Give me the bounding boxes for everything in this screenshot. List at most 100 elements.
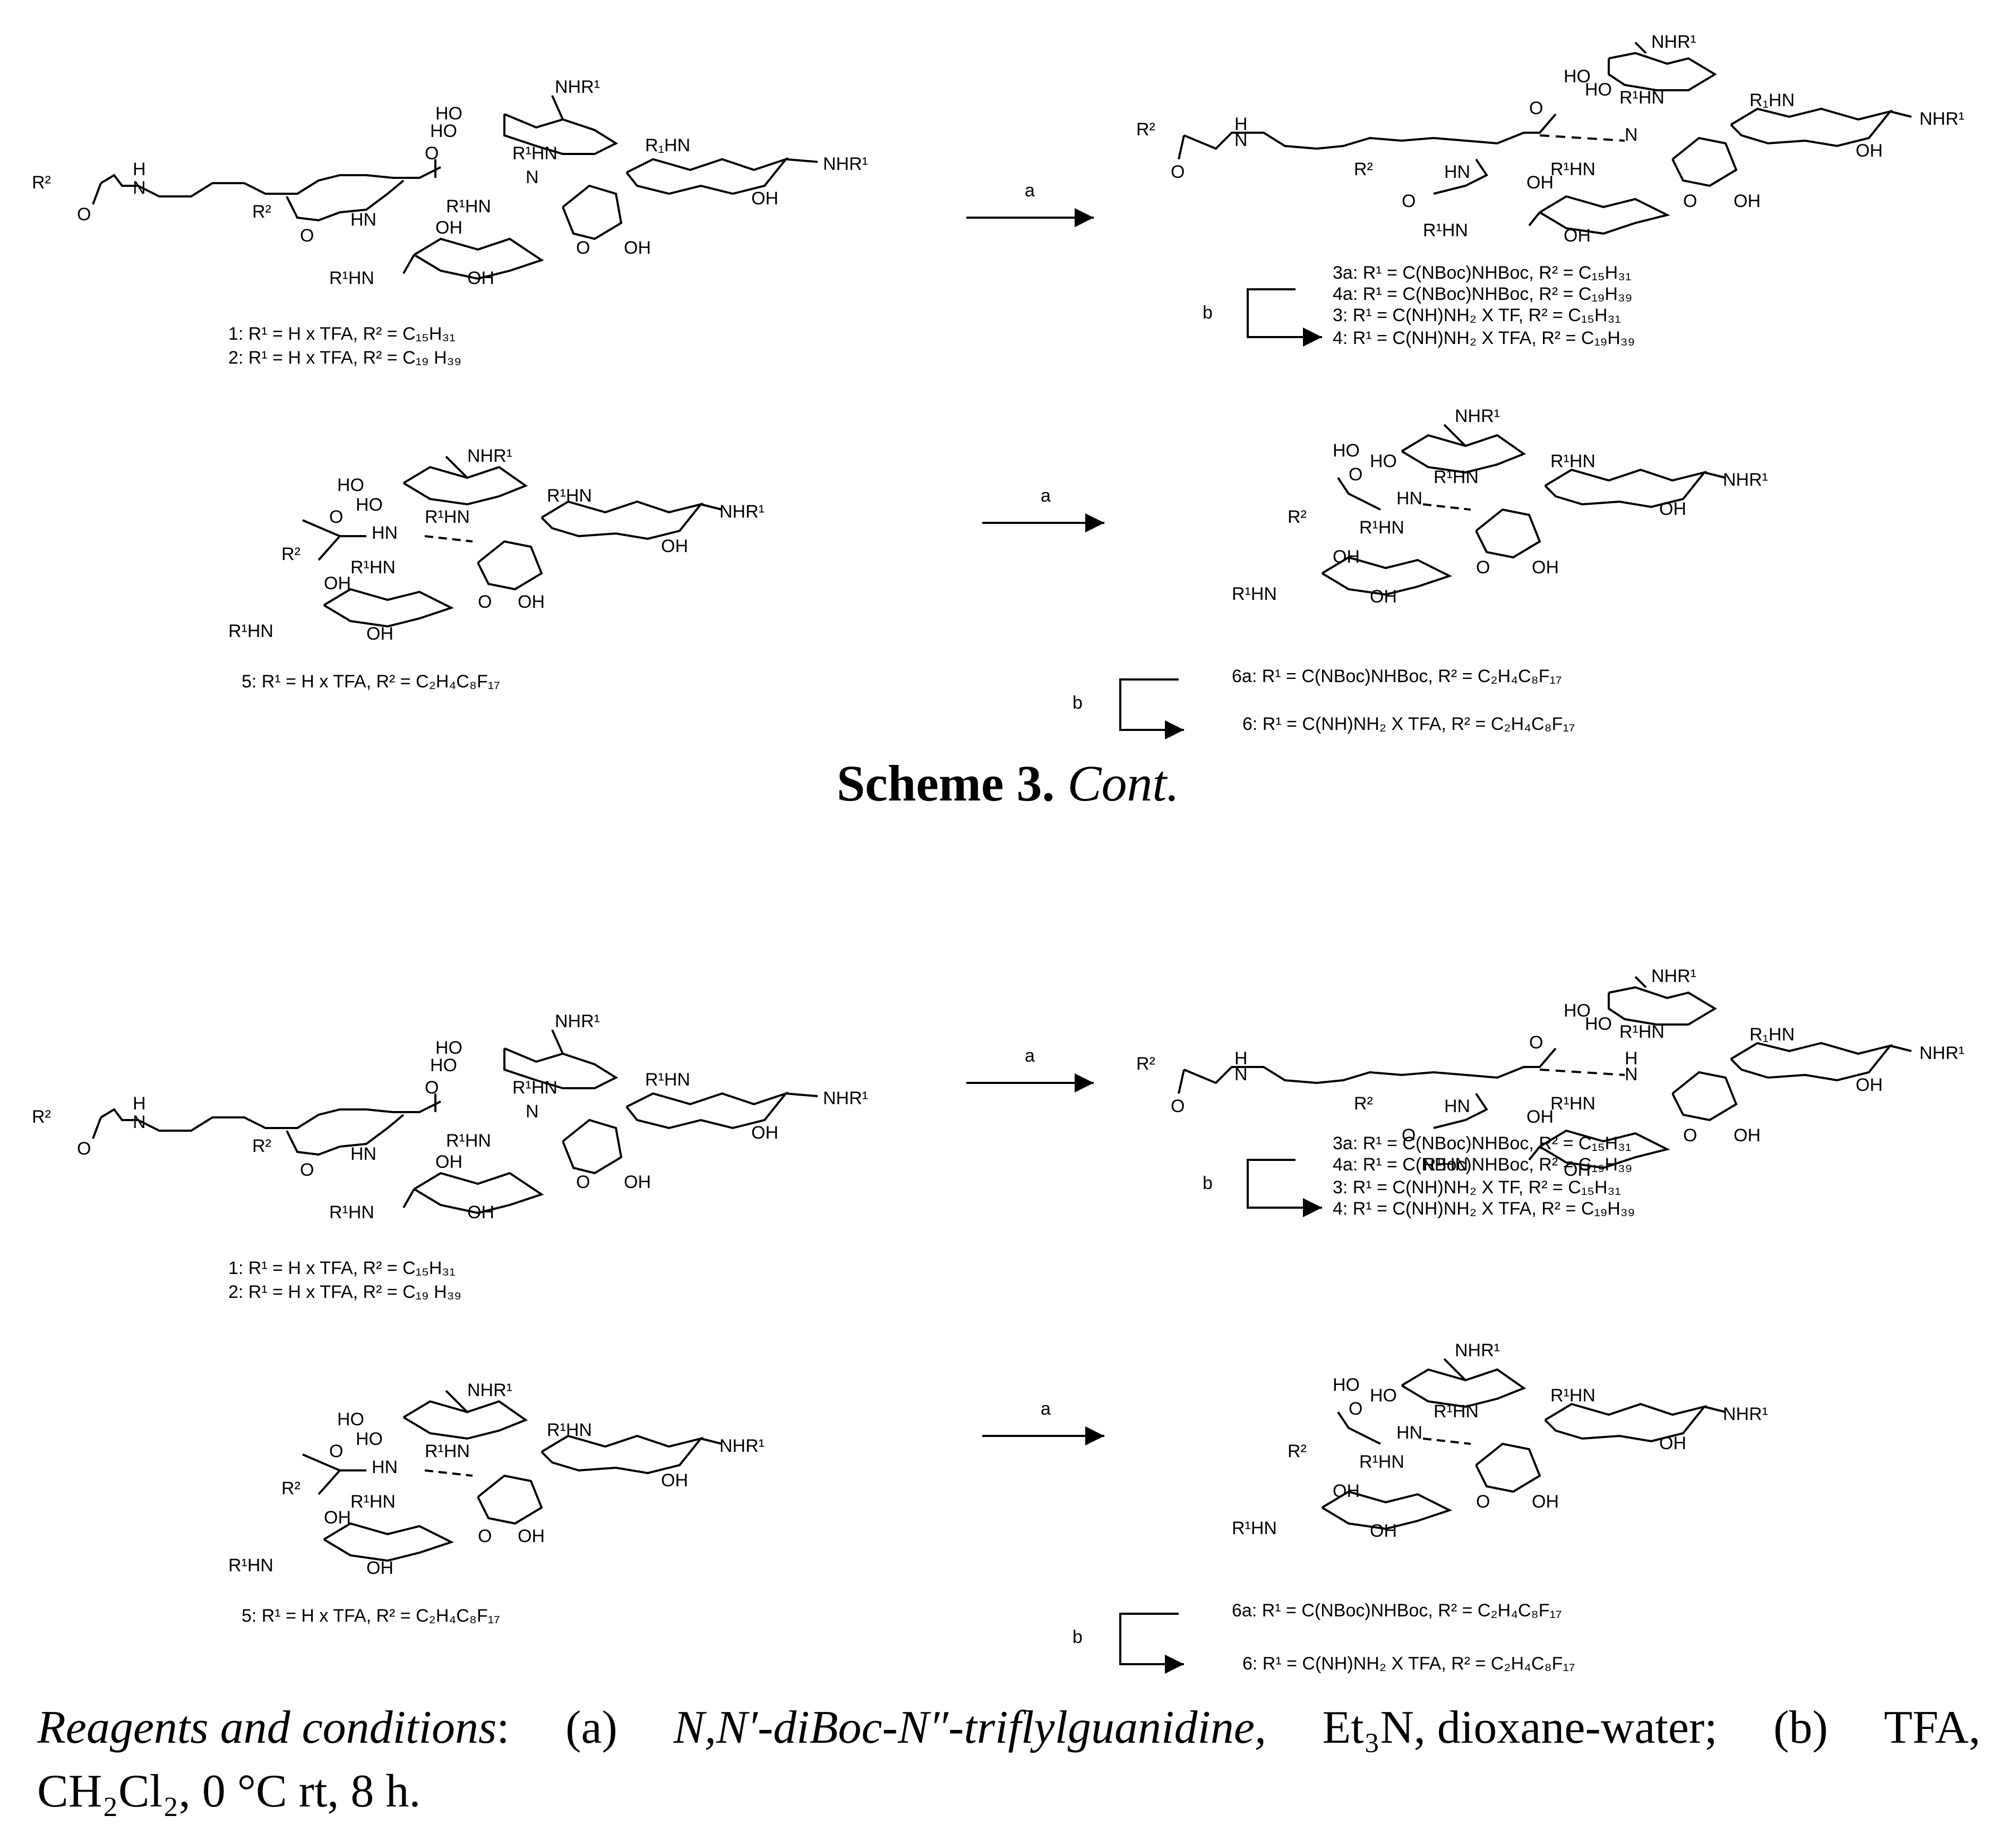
atom-label: O	[576, 238, 590, 258]
atom-label: NHR¹	[1455, 1340, 1500, 1361]
compound-label-4a: 4a: R¹ = C(NBoc)NHBoc, R² = C₁₉H₃₉	[1333, 284, 1632, 304]
reaction-arrow-b	[1119, 1613, 1184, 1674]
atom-label: R₁HN	[1749, 1025, 1795, 1045]
atom-label: OH	[435, 1152, 462, 1172]
atom-label: OH	[751, 188, 778, 209]
atom-label: R¹HN	[1434, 1401, 1479, 1422]
atom-label: R¹HN	[425, 1441, 470, 1461]
atom-label: R¹HN	[228, 1555, 273, 1576]
arrow-label-a: a	[1025, 180, 1035, 201]
atom-label: O	[576, 1172, 590, 1192]
atom-label: OH	[1333, 1481, 1360, 1501]
atom-label: OH	[1734, 1125, 1761, 1146]
compound-label-6a: 6a: R¹ = C(NBoc)NHBoc, R² = C₂H₄C₈F₁₇	[1232, 666, 1562, 686]
atom-label: NHR¹	[1651, 32, 1696, 52]
atom-label: OH	[366, 1558, 393, 1578]
atom-label: OH	[324, 1508, 351, 1528]
atom-label: HO	[1564, 66, 1591, 87]
atom-label: NHR¹	[1455, 406, 1500, 426]
atom-label: O	[1402, 191, 1416, 211]
atom-label: HO	[1585, 1014, 1612, 1034]
atom-label: OH	[624, 1172, 651, 1192]
arrow-label-b: b	[1073, 693, 1083, 713]
atom-label: R¹HN	[1550, 1094, 1595, 1114]
reaction-arrow-b	[1247, 288, 1322, 347]
compound-label-3: 3: R¹ = C(NH)NH₂ X TF, R² = C₁₅H₃₁	[1333, 305, 1621, 325]
atom-label: R¹HN	[1434, 467, 1479, 487]
atom-label: R₁HN	[645, 135, 690, 156]
compound-label-3a: 3a: R¹ = C(NBoc)NHBoc, R² = C₁₅H₃₁	[1333, 1133, 1631, 1154]
atom-label: R¹HN	[1619, 88, 1665, 108]
atom-label: R²	[281, 1478, 301, 1499]
atom-label: R¹HN	[1423, 220, 1468, 240]
atom-label: H	[1625, 1048, 1638, 1069]
atom-label: R¹HN	[1423, 1155, 1468, 1175]
atom-label: R¹HN	[228, 621, 273, 641]
atom-label: O	[478, 592, 492, 612]
atom-label: R²	[1136, 1054, 1155, 1074]
atom-label: HO	[1585, 80, 1612, 100]
structure-6	[1321, 424, 1726, 596]
atom-label: R¹HN	[512, 143, 557, 163]
atom-label: O	[425, 1078, 439, 1098]
atom-label: R¹HN	[350, 557, 396, 578]
atom-label: R²	[252, 202, 271, 222]
atom-label: OH	[1526, 173, 1554, 193]
atom-label: NHR¹	[1723, 1404, 1768, 1424]
caption-label: Scheme 3.	[836, 755, 1055, 812]
arrow-label-a: a	[1041, 1399, 1051, 1419]
atom-label: HN	[1444, 1096, 1470, 1116]
atom-label: OH	[467, 1202, 494, 1223]
atom-label: H	[1234, 1048, 1248, 1069]
atom-label: OH	[1333, 547, 1360, 567]
atom-label: HO	[430, 1055, 457, 1075]
atom-label: OH	[1370, 587, 1397, 607]
atom-label: HO	[356, 495, 383, 515]
compound-label-4: 4: R¹ = C(NH)NH₂ X TFA, R² = C₁₉H₃₉	[1333, 328, 1635, 348]
reagents-and-conditions: Reagents and conditions: (a) N,N′-diBoc-…	[37, 1696, 1980, 1823]
atom-label: R¹HN	[547, 486, 592, 506]
arrow-label-b: b	[1203, 303, 1213, 323]
atom-label: R¹HN	[446, 1131, 491, 1151]
atom-label: R²	[1288, 507, 1307, 527]
atom-label: N	[526, 167, 539, 187]
atom-label: N	[133, 178, 146, 198]
atom-label: NHR¹	[1919, 1043, 1964, 1063]
atom-label: O	[1349, 1399, 1362, 1419]
compound-label-2: 2: R¹ = H x TFA, R² = C₁₉ H₃₉	[228, 1282, 461, 1302]
atom-label: OH	[366, 624, 393, 644]
compound-label-5: 5: R¹ = H x TFA, R² = C₂H₄C₈F₁₇	[242, 1606, 500, 1626]
atom-label: R²	[1288, 1441, 1307, 1461]
atom-label: R₁HN	[1749, 90, 1795, 110]
atom-label: R¹HN	[645, 1070, 690, 1090]
atom-label: HO	[1370, 451, 1397, 471]
atom-label: O	[1529, 1032, 1543, 1053]
atom-label: O	[1683, 1125, 1697, 1146]
compound-label-6: 6: R¹ = C(NH)NH₂ X TFA, R² = C₂H₄C₈F₁₇	[1242, 714, 1575, 734]
reagent-a-rest: Et₃N, dioxane-water;	[1322, 1702, 1718, 1753]
atom-label: R¹HN	[329, 268, 374, 288]
atom-label: R²	[1354, 1094, 1373, 1114]
atom-label: OH	[1370, 1521, 1397, 1541]
atom-label: NHR¹	[467, 446, 512, 466]
atom-label: N	[1625, 125, 1638, 145]
atom-label: HO	[435, 1038, 462, 1058]
atom-label: OH	[1532, 1492, 1559, 1512]
atom-label: OH	[751, 1123, 778, 1143]
reagent-b-rest: TFA,	[1884, 1702, 1980, 1753]
reaction-arrow-b	[1247, 1159, 1322, 1217]
atom-label: R¹HN	[1550, 451, 1595, 471]
atom-label: O	[300, 226, 314, 246]
atom-label: H	[1234, 114, 1248, 134]
caption-suffix: Cont.	[1067, 755, 1180, 812]
atom-label: NHR¹	[1651, 966, 1696, 986]
atom-label: OH	[1659, 499, 1686, 519]
compound-label-6: 6: R¹ = C(NH)NH₂ X TFA, R² = C₂H₄C₈F₁₇	[1242, 1654, 1575, 1674]
atom-label: R¹HN	[512, 1078, 557, 1098]
atom-label: NHR¹	[719, 1436, 765, 1456]
atom-label: R¹HN	[446, 196, 491, 217]
atom-label: O	[77, 204, 91, 225]
atom-label: O	[329, 1441, 343, 1461]
atom-label: HN	[350, 1144, 376, 1164]
